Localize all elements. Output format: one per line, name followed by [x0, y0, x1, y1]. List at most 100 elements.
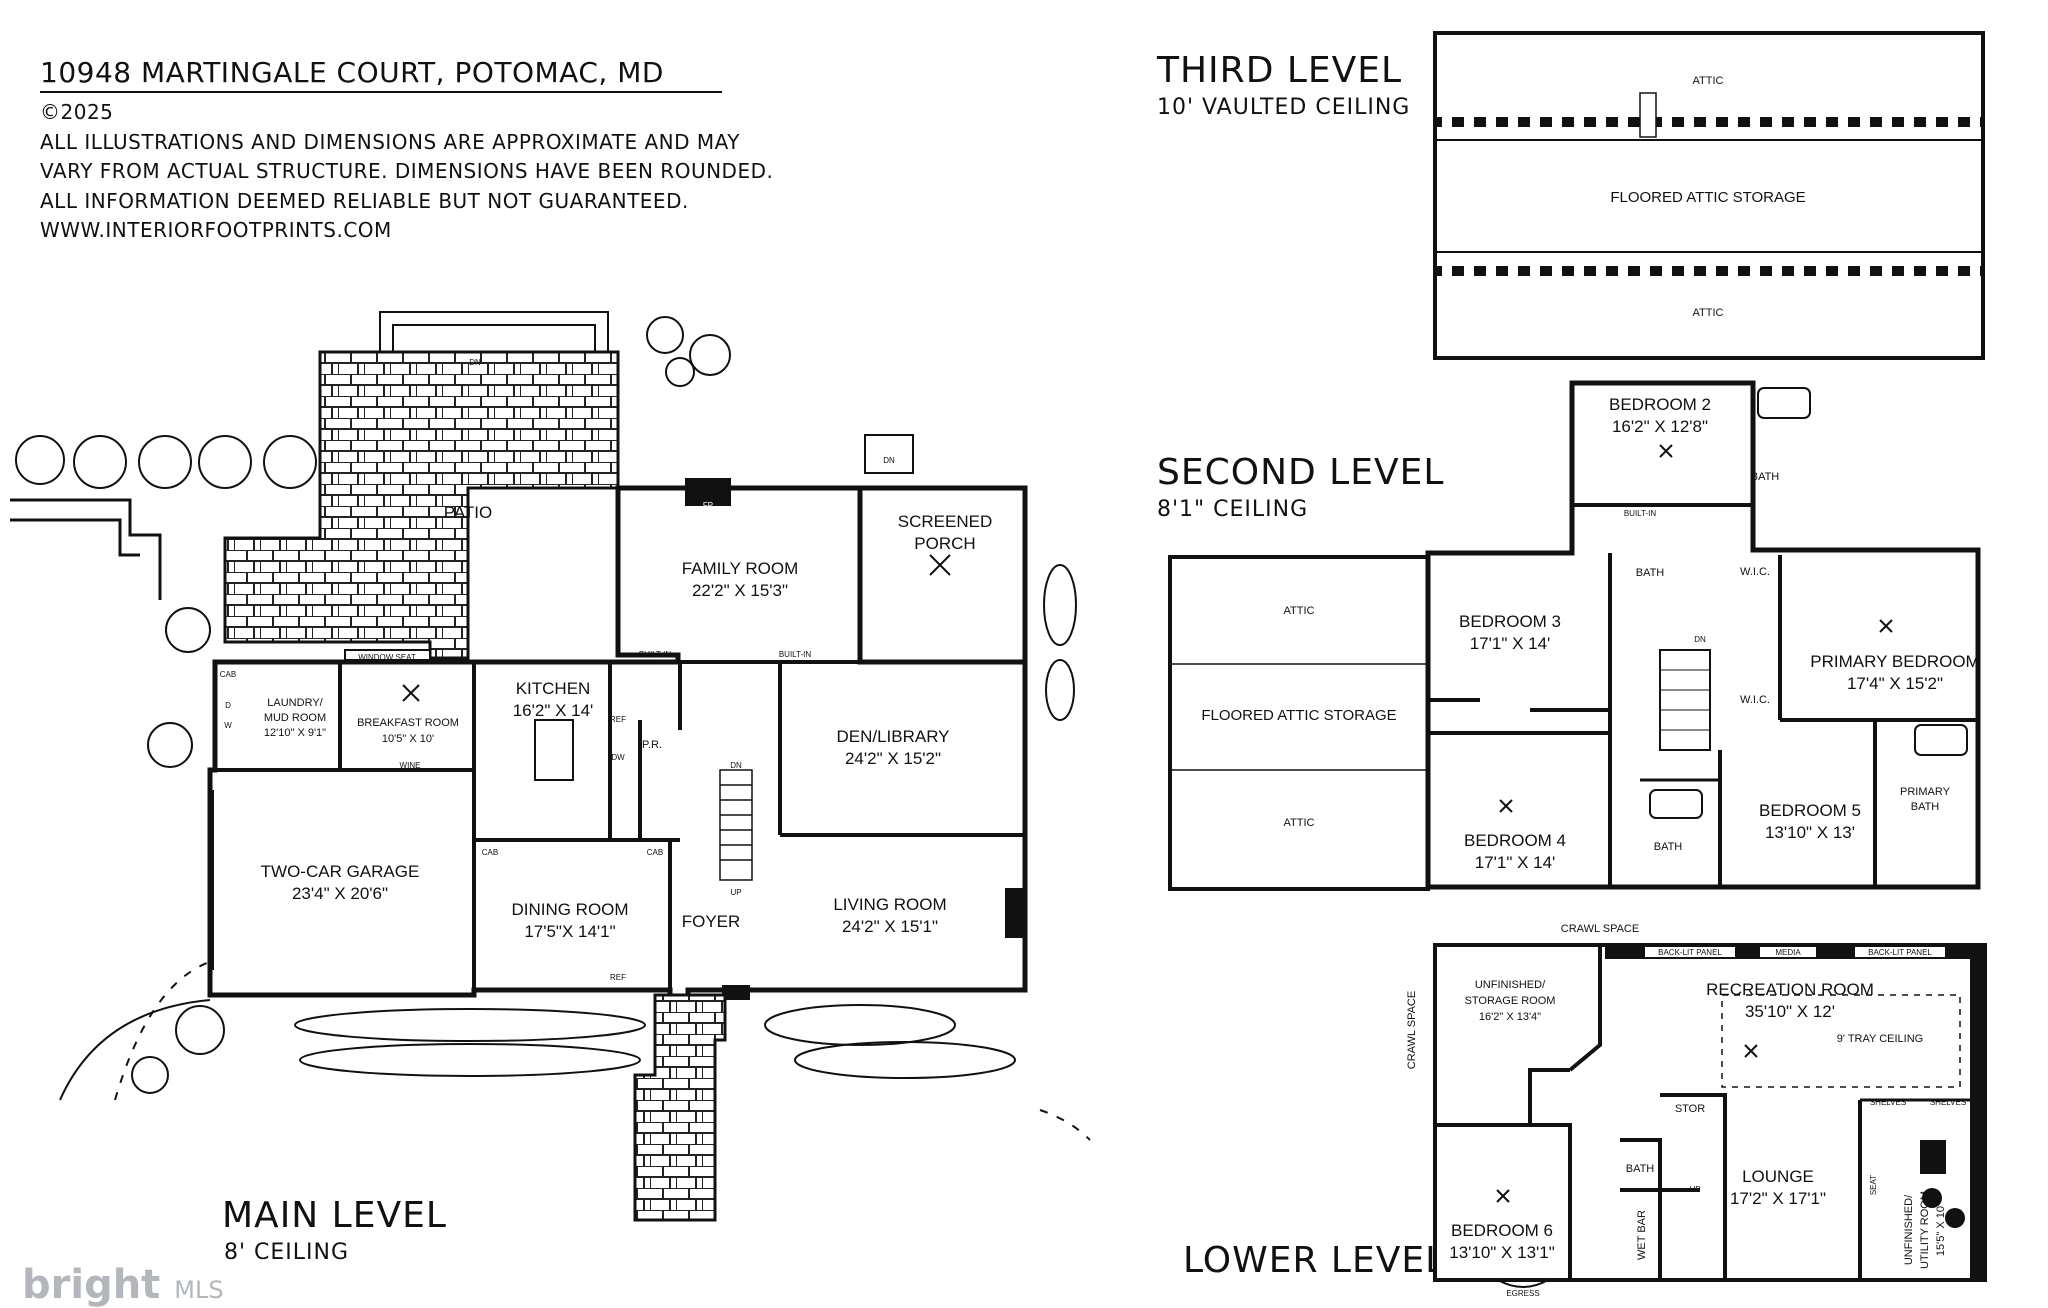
bright-mls-watermark: bright MLS	[22, 1262, 224, 1308]
primary-bedroom-dim: 17'4" X 15'2"	[1847, 674, 1943, 693]
egress-label: EGRESS	[1506, 1289, 1539, 1298]
patio-stair-dn: DN	[469, 358, 481, 367]
built-in-label: BUILT-IN	[1624, 509, 1657, 518]
lower-level-title: LOWER LEVEL	[1183, 1240, 1447, 1281]
watermark-brand: bright	[22, 1262, 161, 1308]
utility-room-label-2: UTILITY ROOM	[1919, 1191, 1931, 1269]
den-library-label: DEN/LIBRARY	[836, 727, 949, 746]
laundry-label-1: LAUNDRY/	[267, 697, 323, 709]
recreation-room-dim: 35'10" X 12'	[1745, 1002, 1835, 1021]
main-stair-up: UP	[730, 888, 741, 897]
media-label: MEDIA	[1775, 948, 1801, 957]
wine-label: WINE	[400, 761, 421, 770]
disclaimer-line-3: ALL INFORMATION DEEMED RELIABLE BUT NOT …	[40, 188, 689, 213]
second-floored-attic: FLOORED ATTIC STORAGE	[1201, 707, 1396, 724]
primary-bath-label-1: PRIMARY	[1900, 786, 1951, 798]
lounge-label: LOUNGE	[1742, 1167, 1814, 1186]
primary-bedroom-label: PRIMARY BEDROOM	[1810, 652, 1979, 671]
window-seat-label: WINDOW SEAT	[358, 653, 416, 662]
patio-area	[223, 311, 620, 661]
third-attic-top: ATTIC	[1693, 75, 1724, 87]
den-library-dim: 24'2" X 15'2"	[845, 749, 941, 768]
dryer-label: D	[225, 701, 231, 710]
screened-porch-label-1: SCREENED	[898, 512, 992, 531]
bedroom-3-dim: 17'1" X 14'	[1470, 634, 1551, 653]
garage-dim: 23'4" X 20'6"	[292, 884, 388, 903]
laundry-dim: 12'10" X 9'1"	[264, 727, 326, 739]
lower-bath: BATH	[1626, 1163, 1655, 1175]
bedroom-2-label: BEDROOM 2	[1609, 395, 1711, 414]
copyright: ©2025	[40, 100, 114, 124]
foyer-label: FOYER	[682, 912, 741, 931]
family-built-in: BUILT-IN	[639, 650, 672, 659]
utility-room-dim: 15'5" X 10'	[1935, 1204, 1947, 1256]
living-fp-label: FP	[1012, 911, 1022, 920]
shelves-1: SHELVES	[1870, 1098, 1906, 1107]
third-level-title: THIRD LEVEL	[1157, 50, 1403, 91]
living-room-dim: 24'2" X 15'1"	[842, 917, 938, 936]
storage-room-label-2: STORAGE ROOM	[1465, 995, 1556, 1007]
disclaimer-line-2: VARY FROM ACTUAL STRUCTURE. DIMENSIONS H…	[40, 159, 774, 183]
breakfast-label: BREAKFAST ROOM	[357, 717, 459, 729]
primary-bath-label-2: BATH	[1911, 801, 1940, 813]
property-address: 10948 MARTINGALE COURT, POTOMAC, MD	[40, 56, 664, 89]
main-level-labels: PATIO FAMILY ROOM 22'2" X 15'3" SCREENED…	[220, 358, 1022, 982]
lower-level-plan	[1433, 943, 1987, 1288]
second-level-title: SECOND LEVEL	[1157, 452, 1445, 493]
bedroom-6-label: BEDROOM 6	[1451, 1221, 1553, 1240]
bedroom-4-dim: 17'1" X 14'	[1475, 853, 1556, 872]
screened-porch-label-2: PORCH	[914, 534, 975, 553]
porch-stair-dn: DN	[883, 456, 895, 465]
kitchen-built-in: BUILT-IN	[779, 650, 812, 659]
third-attic-bottom: ATTIC	[1693, 307, 1724, 319]
storage-closet: STOR	[1675, 1103, 1705, 1115]
dining-room-label: DINING ROOM	[511, 900, 628, 919]
storage-room-label-1: UNFINISHED/	[1475, 979, 1546, 991]
wic-1: W.I.C.	[1740, 566, 1770, 578]
living-room-label: LIVING ROOM	[833, 895, 946, 914]
breakfast-dim: 10'5" X 10'	[382, 733, 434, 745]
bedroom-6-dim: 13'10" X 13'1"	[1449, 1243, 1555, 1262]
third-level-plan: ATTIC FLOORED ATTIC STORAGE ATTIC	[1433, 31, 1985, 360]
dining-cab: CAB	[482, 848, 498, 857]
second-attic-bottom: ATTIC	[1284, 817, 1315, 829]
family-fp-label: FP	[703, 501, 713, 510]
washer-label: W	[224, 721, 232, 730]
third-level-ceiling: 10' VAULTED CEILING	[1157, 95, 1411, 120]
lower-level-labels: CRAWL SPACE CRAWL SPACE BACK-LIT PANEL M…	[1406, 923, 1966, 1298]
storage-room-dim: 16'2" X 13'4"	[1479, 1011, 1541, 1023]
second-level-labels: ATTIC FLOORED ATTIC STORAGE ATTIC BEDROO…	[1201, 395, 1979, 872]
kitchen-dim: 16'2" X 14'	[513, 701, 594, 720]
recreation-room-label: RECREATION ROOM	[1706, 980, 1874, 999]
wic-2: W.I.C.	[1740, 694, 1770, 706]
seat-label: SEAT	[1869, 1175, 1878, 1195]
hall-bath: BATH	[1636, 567, 1665, 579]
bedroom-4-label: BEDROOM 4	[1464, 831, 1566, 850]
bedroom-2-bath: BATH	[1751, 471, 1780, 483]
disclaimer-block: ©2025 ALL ILLUSTRATIONS AND DIMENSIONS A…	[40, 98, 773, 246]
bedroom-5-dim: 13'10" X 13'	[1765, 823, 1855, 842]
lounge-dim: 17'2" X 17'1"	[1730, 1189, 1826, 1208]
main-level-ceiling: 8' CEILING	[224, 1240, 350, 1265]
tray-ceiling: 9' TRAY CEILING	[1837, 1033, 1923, 1045]
bedroom-2-dim: 16'2" X 12'8"	[1612, 417, 1708, 436]
website-link[interactable]: WWW.INTERIORFOOTPRINTS.COM	[40, 218, 392, 242]
stair-dn: DN	[1694, 635, 1706, 644]
kitchen-ref: REF	[610, 715, 626, 724]
laundry-label-2: MUD ROOM	[264, 712, 326, 724]
title-rule	[40, 91, 722, 93]
garage-label: TWO-CAR GARAGE	[261, 862, 420, 881]
disclaimer-line-1: ALL ILLUSTRATIONS AND DIMENSIONS ARE APP…	[40, 129, 740, 154]
bedroom-3-label: BEDROOM 3	[1459, 612, 1561, 631]
wet-bar-label: WET BAR	[1636, 1210, 1648, 1260]
laundry-cab: CAB	[220, 670, 236, 679]
shelves-2: SHELVES	[1930, 1098, 1966, 1107]
main-level-plan	[10, 311, 1091, 1222]
bedroom-5-label: BEDROOM 5	[1759, 801, 1861, 820]
foyer-cab: CAB	[647, 848, 663, 857]
bedroom-4-bath: BATH	[1654, 841, 1683, 853]
back-lit-panel-2: BACK-LIT PANEL	[1868, 948, 1932, 957]
kitchen-label: KITCHEN	[516, 679, 591, 698]
dining-ref: REF	[610, 973, 626, 982]
